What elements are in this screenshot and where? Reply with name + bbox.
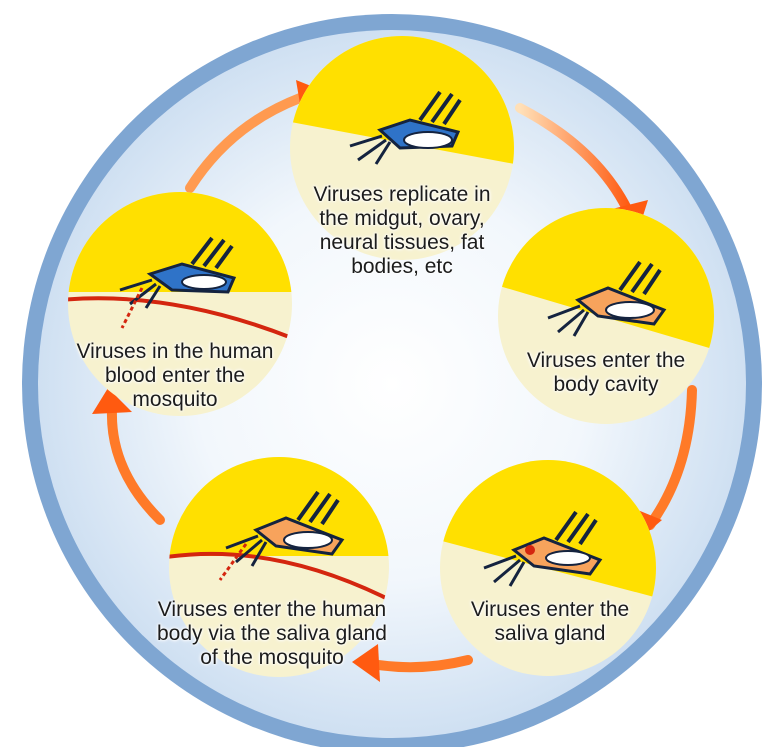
transmission-cycle-diagram — [0, 0, 780, 747]
